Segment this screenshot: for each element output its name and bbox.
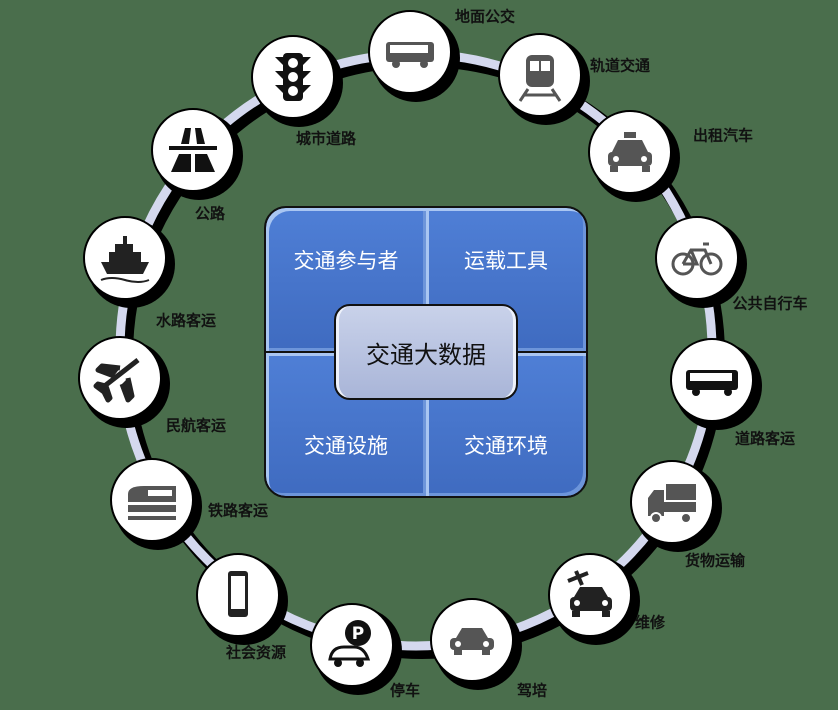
node-airplane <box>78 336 162 420</box>
taxi-icon <box>608 132 652 172</box>
parking-icon: P <box>328 620 371 667</box>
node-phone <box>196 553 280 637</box>
train-icon <box>128 486 176 520</box>
node-taxi <box>588 110 672 194</box>
phone-icon <box>228 571 248 617</box>
node-car <box>430 598 514 682</box>
node-label: 道路客运 <box>734 429 796 448</box>
node-repair <box>548 553 632 637</box>
node-bus <box>368 10 452 94</box>
car-icon <box>450 628 494 655</box>
node-label: 社会资源 <box>225 643 287 662</box>
node-coach <box>670 338 754 422</box>
node-label: 地面公交 <box>454 7 516 26</box>
node-train <box>110 458 194 542</box>
ship-icon <box>100 236 150 283</box>
node-label: 轨道交通 <box>589 56 651 75</box>
repair-icon <box>567 570 612 617</box>
node-label: 驾培 <box>516 681 548 700</box>
traffic-light-icon <box>275 53 311 101</box>
node-metro <box>498 33 582 117</box>
node-label: 出租汽车 <box>692 126 754 145</box>
truck-icon <box>648 484 696 524</box>
node-label: 城市道路 <box>295 129 357 148</box>
node-traffic-light <box>251 35 335 119</box>
coach-icon <box>686 370 738 396</box>
node-ship <box>83 216 167 300</box>
node-label: 公共自行车 <box>732 294 808 313</box>
node-highway <box>151 108 235 192</box>
center-title: 交通大数据 <box>334 304 518 400</box>
airplane-icon <box>93 358 140 403</box>
highway-icon <box>169 128 217 172</box>
svg-text:P: P <box>352 624 364 644</box>
node-label: 公路 <box>194 204 226 223</box>
bus-icon <box>386 42 434 68</box>
bicycle-icon <box>671 242 723 276</box>
node-label: 停车 <box>389 681 421 700</box>
metro-icon <box>518 55 562 102</box>
node-label: 维修 <box>634 613 666 632</box>
node-bicycle <box>655 216 739 300</box>
node-parking: P <box>310 603 394 687</box>
node-truck <box>630 460 714 544</box>
node-label: 水路客运 <box>155 311 217 330</box>
node-label: 货物运输 <box>684 551 746 570</box>
node-label: 民航客运 <box>165 416 227 435</box>
node-label: 铁路客运 <box>207 501 269 520</box>
